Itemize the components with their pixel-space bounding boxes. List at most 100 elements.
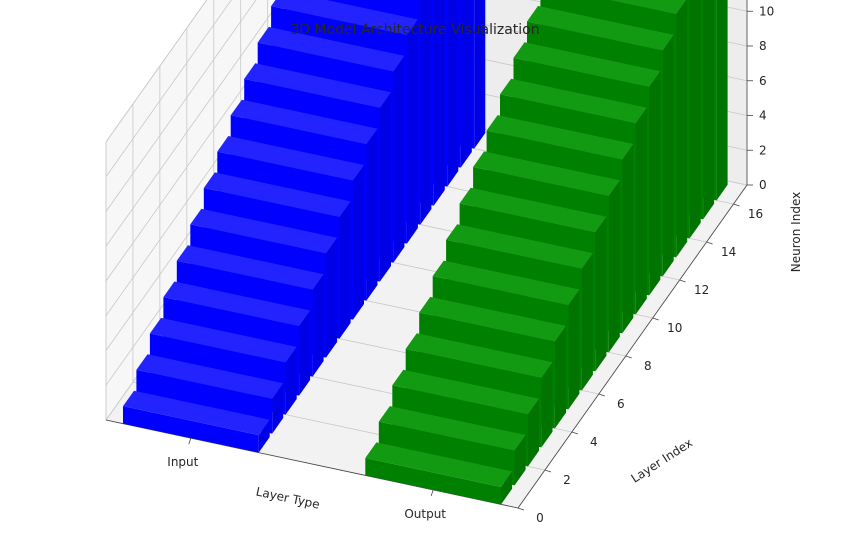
bar-top-face — [486, 115, 634, 160]
tick-labels: InputOutput02468101214160246810121416 — [167, 4, 774, 525]
bar-top-face — [190, 208, 338, 254]
bar-side-face — [581, 253, 593, 391]
y-tick-label: 16 — [748, 207, 763, 221]
bar-input-layer-0 — [123, 390, 270, 453]
bar-top-face — [123, 390, 270, 436]
bar-top-face — [244, 63, 391, 108]
bar-side-face — [622, 144, 634, 334]
y-tick-mark — [652, 317, 659, 321]
bar-top-face — [432, 260, 580, 306]
bar-side-face — [716, 0, 728, 201]
y-tick-mark — [679, 279, 686, 283]
bar-side-face — [514, 435, 526, 486]
y-tick-mark — [706, 241, 713, 245]
bar-top-face — [271, 0, 418, 36]
bar-top-face — [473, 151, 620, 196]
grid-line — [105, 0, 257, 212]
grid-line — [105, 0, 232, 177]
grid-line — [105, 0, 282, 247]
bar-side-face — [258, 419, 270, 453]
x-tick-label: Output — [404, 507, 446, 521]
bar-side-face — [393, 55, 405, 263]
y-tick-label: 10 — [667, 321, 682, 335]
bar-side-face — [433, 0, 445, 206]
bar-side-face — [703, 0, 715, 220]
bar-side-face — [379, 92, 391, 282]
bar-side-face — [689, 0, 701, 239]
y-tick-mark — [544, 469, 552, 473]
bar-front-face — [123, 406, 259, 453]
x-tick-mark — [430, 489, 434, 497]
bar-top-face — [230, 99, 378, 145]
bar-side-face — [285, 346, 297, 415]
bar-side-face — [662, 34, 674, 277]
bar-top-face — [500, 78, 647, 124]
bar-side-face — [541, 362, 553, 448]
bar-side-face — [299, 310, 311, 396]
y-tick-label: 12 — [694, 283, 709, 297]
y-tick-label: 2 — [563, 473, 571, 487]
bar-output-layer-0 — [365, 442, 513, 505]
bar-side-face — [649, 71, 661, 296]
x-tick-mark — [188, 437, 192, 445]
z-tick-label: 6 — [759, 74, 767, 88]
y-tick-mark — [598, 393, 605, 397]
x-tick-label: Input — [167, 455, 198, 469]
bar-top-face — [446, 224, 593, 269]
y-tick-mark — [625, 355, 632, 359]
y-tick-label: 4 — [590, 435, 598, 449]
z-tick-label: 0 — [759, 178, 767, 192]
bars — [123, 0, 728, 505]
x-axis-label: Layer Type — [255, 484, 321, 511]
bar-top-face — [513, 42, 661, 87]
bar-side-face — [528, 398, 539, 467]
y-tick-label: 6 — [617, 397, 625, 411]
chart-title: 3D Model Architecture Visualization — [290, 22, 539, 38]
bar-side-face — [406, 19, 418, 244]
bar-top-face — [392, 369, 539, 415]
bar-side-face — [501, 471, 513, 505]
y-tick-mark — [571, 431, 579, 435]
axis-line — [517, 184, 748, 509]
bar-side-face — [272, 383, 284, 434]
bar-top-face — [217, 136, 364, 181]
bar-top-face — [378, 406, 526, 451]
bar-top-face — [149, 317, 297, 363]
bar-side-face — [635, 107, 647, 315]
bar-side-face — [420, 0, 432, 225]
y-tick-label: 8 — [644, 359, 652, 373]
bar-top-face — [459, 187, 607, 233]
bar-side-face — [353, 165, 364, 320]
bar-side-face — [568, 289, 580, 410]
bar-side-face — [447, 0, 459, 187]
bar-top-face — [405, 333, 553, 378]
bar-side-face — [474, 0, 486, 149]
bar-top-face — [257, 26, 405, 72]
bar-top-face — [176, 245, 324, 290]
bar-top-face — [419, 296, 566, 342]
bar-side-face — [554, 325, 566, 429]
bar-top-face — [136, 354, 284, 399]
grid-line — [105, 0, 208, 143]
bar-side-face — [460, 0, 472, 168]
z-tick-label: 4 — [759, 109, 767, 123]
bar-top-face — [610, 0, 687, 15]
bar-top-face — [163, 281, 311, 327]
y-tick-mark — [517, 507, 525, 511]
y-tick-label: 0 — [536, 511, 544, 525]
y-tick-label: 14 — [721, 245, 736, 259]
bar-side-face — [595, 216, 607, 372]
bar-side-face — [312, 274, 324, 377]
bar-side-face — [339, 201, 351, 339]
z-tick-label: 10 — [759, 4, 774, 18]
bar-top-face — [365, 442, 513, 487]
bar-side-face — [676, 0, 688, 258]
bar-side-face — [608, 180, 620, 353]
z-tick-label: 2 — [759, 143, 767, 157]
z-tick-label: 8 — [759, 39, 767, 53]
z-axis-label: Neuron Index — [789, 192, 803, 272]
bar-top-face — [527, 5, 674, 51]
bar-side-face — [326, 237, 338, 358]
bar-front-face — [365, 458, 501, 505]
